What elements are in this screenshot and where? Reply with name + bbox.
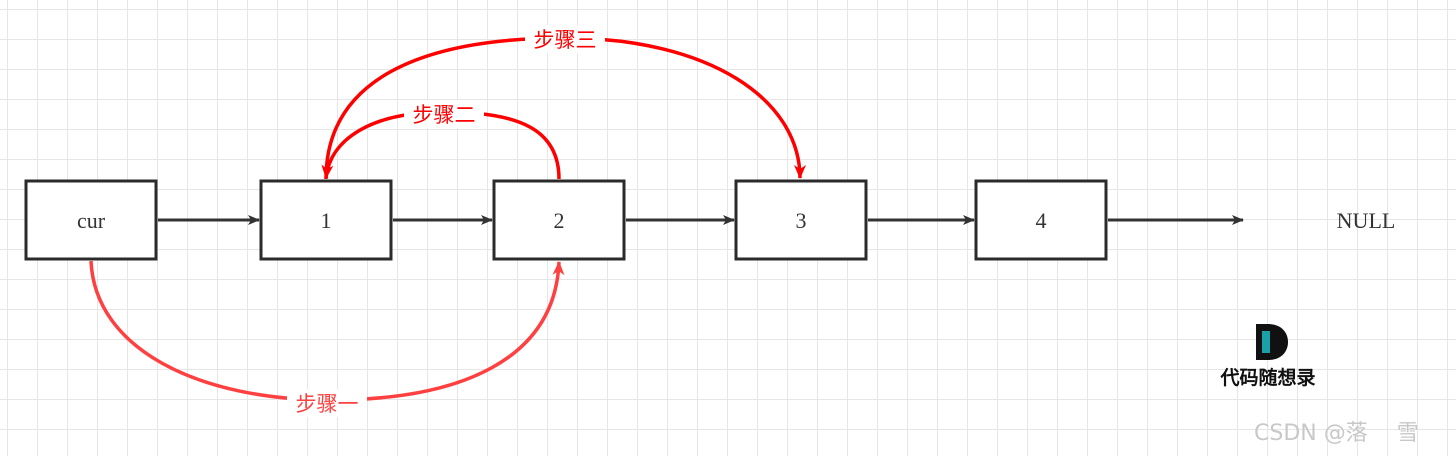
node-1: 1: [259, 179, 393, 261]
node-4: 4: [974, 179, 1108, 261]
node-cur-label: cur: [77, 208, 106, 233]
logo-d-mark: [1256, 324, 1288, 360]
logo: 代码随想录: [1219, 324, 1316, 389]
step3-label-bg: [525, 25, 605, 53]
node-3: 3: [734, 179, 868, 261]
null-label: NULL: [1337, 208, 1396, 233]
step1-label: 步骤一: [296, 392, 359, 416]
node-2-label: 2: [554, 208, 565, 233]
node-4-label: 4: [1036, 208, 1047, 233]
step3-label: 步骤三: [534, 28, 597, 52]
logo-text: 代码随想录: [1219, 366, 1315, 389]
node-cur: cur: [24, 179, 158, 261]
node-2: 2: [492, 179, 626, 261]
step3-arrow: [324, 36, 806, 180]
step1-arrow: [89, 260, 565, 402]
step2-label-bg: [404, 100, 484, 128]
step2-label: 步骤二: [413, 103, 476, 127]
node-3-label: 3: [796, 208, 807, 233]
node-1-label: 1: [321, 208, 332, 233]
step1-label-bg: [287, 389, 367, 417]
watermark: CSDN @落 雪: [1254, 421, 1419, 446]
